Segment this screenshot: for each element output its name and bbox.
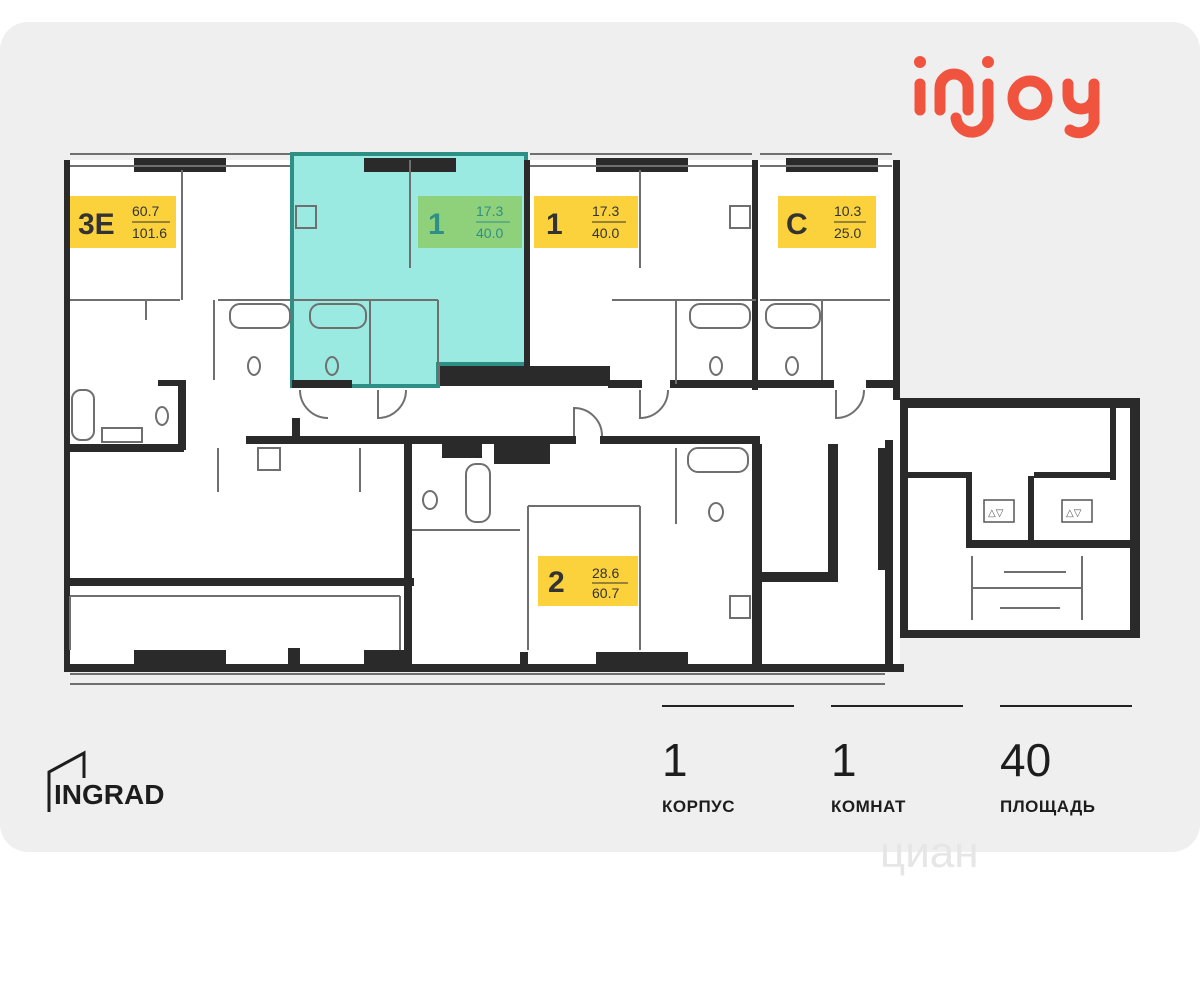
svg-text:△▽: △▽ (988, 508, 1004, 519)
svg-text:1: 1 (546, 208, 563, 241)
stat-rooms: 1 КОМНАТ (831, 705, 963, 817)
svg-text:60.7: 60.7 (592, 585, 619, 601)
svg-text:25.0: 25.0 (834, 225, 861, 241)
svg-text:17.3: 17.3 (592, 203, 619, 219)
svg-text:INGRAD: INGRAD (54, 779, 164, 810)
brand-logo (900, 48, 1140, 148)
svg-text:28.6: 28.6 (592, 565, 619, 581)
stat-building: 1 КОРПУС (662, 705, 794, 817)
apartment-badge-2[interactable]: 2 28.6 60.7 (538, 556, 638, 606)
stat-area-label: ПЛОЩАДЬ (1000, 797, 1096, 816)
developer-logo: INGRAD (46, 750, 186, 816)
svg-text:101.6: 101.6 (132, 225, 167, 241)
svg-text:60.7: 60.7 (132, 203, 159, 219)
apartment-badge-3e[interactable]: 3E 60.7 101.6 (70, 196, 176, 248)
apartment-badge-selected[interactable]: 1 17.3 40.0 (418, 196, 522, 248)
svg-text:△▽: △▽ (1066, 508, 1082, 519)
svg-text:10.3: 10.3 (834, 203, 861, 219)
stat-rooms-label: КОМНАТ (831, 797, 906, 816)
stat-area: 40 ПЛОЩАДЬ (1000, 705, 1132, 817)
svg-text:40.0: 40.0 (592, 225, 619, 241)
svg-text:40.0: 40.0 (476, 225, 503, 241)
svg-text:3E: 3E (78, 208, 115, 241)
apartment-badge-studio[interactable]: С 10.3 25.0 (778, 196, 876, 248)
svg-text:С: С (786, 208, 808, 241)
stat-building-value: 1 (662, 734, 688, 786)
svg-text:1: 1 (428, 208, 445, 241)
stat-area-value: 40 (1000, 734, 1052, 786)
watermark: циан (880, 828, 979, 877)
stat-building-label: КОРПУС (662, 797, 736, 816)
stat-rooms-value: 1 (831, 734, 857, 786)
svg-text:17.3: 17.3 (476, 203, 503, 219)
apartment-badge-1[interactable]: 1 17.3 40.0 (534, 196, 638, 248)
svg-text:2: 2 (548, 566, 565, 599)
